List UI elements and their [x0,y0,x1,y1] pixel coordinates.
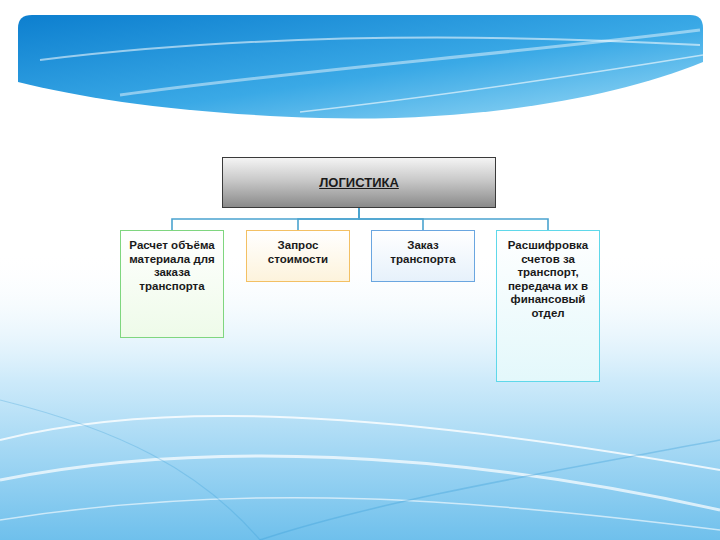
swoosh [0,416,720,470]
tree-connector [359,208,548,230]
header-box: ЛОГИСТИКА [222,157,496,208]
process-box: Расшифровка счетов за транспорт, передач… [496,230,600,382]
swoosh [120,30,700,95]
tree-connector [298,208,359,230]
swoosh [0,498,720,530]
process-box: Расчет объёма материала для заказа транс… [120,230,224,338]
swoosh [260,440,720,540]
box-label: Запрос стоимости [253,239,343,266]
process-box: Запрос стоимости [246,230,350,282]
swoosh [0,400,260,540]
box-label: Расшифровка счетов за транспорт, передач… [503,239,593,320]
tree-connector [172,208,359,230]
process-box: Заказ транспорта [371,230,475,282]
box-label: Заказ транспорта [378,239,468,266]
top-wave-band [18,15,703,118]
box-label: Расчет объёма материала для заказа транс… [127,239,217,293]
bottom-wash [0,250,720,540]
swoosh [0,456,720,510]
header-label: ЛОГИСТИКА [319,175,399,190]
swoosh [300,55,703,112]
